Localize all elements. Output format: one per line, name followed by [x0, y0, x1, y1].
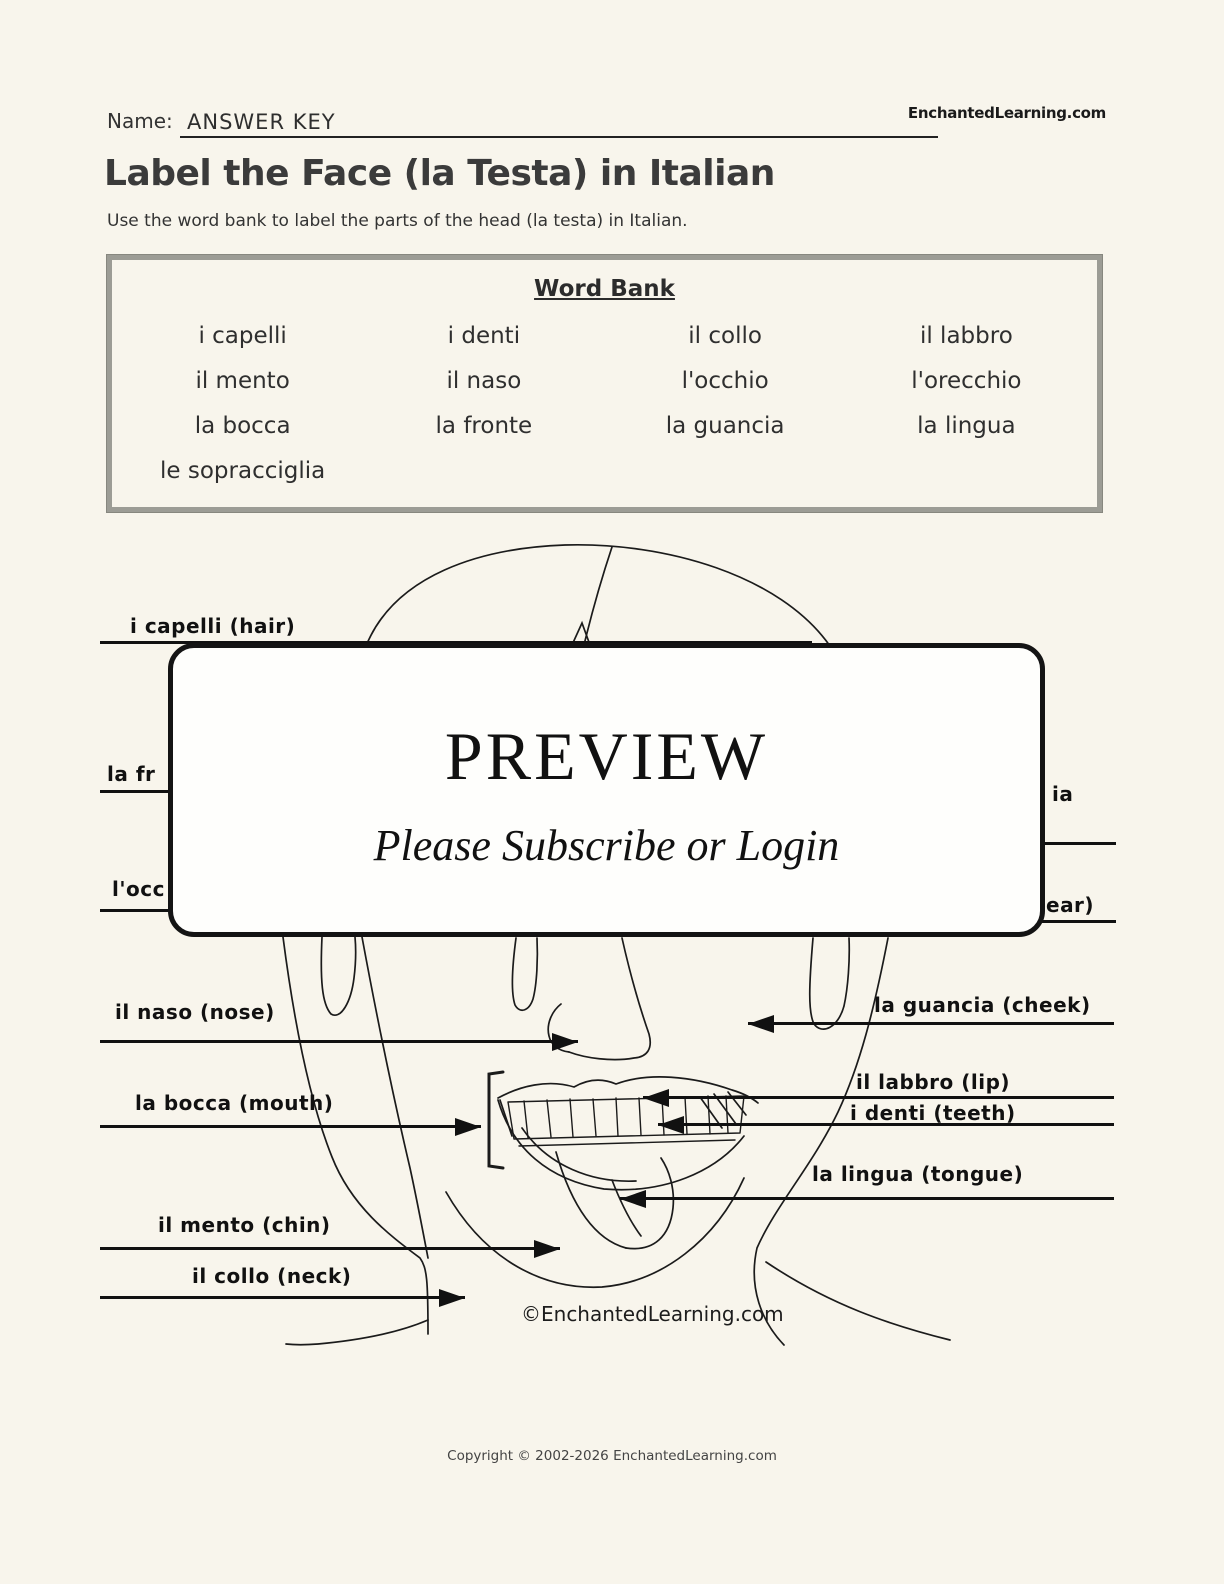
name-label: Name:: [107, 109, 173, 133]
chin-outline: [445, 1177, 745, 1289]
label-bocca-arrowhead-icon: [455, 1117, 481, 1136]
label-bocca: la bocca (mouth): [135, 1091, 334, 1115]
word-bank-item: la guancia: [665, 413, 785, 439]
face-left-outline: [282, 936, 429, 1346]
mouth-bracket: [487, 1070, 505, 1170]
word-bank-box: Word Bank i capelli i denti il collo il lab…: [107, 255, 1102, 512]
word-bank-item: la bocca: [194, 413, 291, 439]
label-labbro-line: [643, 1096, 1114, 1099]
label-guancia-arrowhead-icon: [748, 1014, 774, 1033]
face-right-outline: [753, 937, 951, 1346]
label-denti: i denti (teeth): [850, 1101, 1016, 1125]
label-fronte-fragment: la fr: [107, 762, 156, 786]
label-bocca-line: [100, 1125, 481, 1128]
label-guancia: la guancia (cheek): [874, 993, 1091, 1017]
label-naso: il naso (nose): [115, 1000, 275, 1024]
name-value: ANSWER KEY: [187, 110, 336, 134]
head-hair-outline: [365, 543, 831, 647]
word-bank-item: la fronte: [435, 413, 533, 439]
tongue-outline: [555, 1151, 675, 1250]
label-guancia-line: [748, 1022, 1114, 1025]
label-mento: il mento (chin): [158, 1213, 331, 1237]
label-sopracciglia-fragment: ia: [1052, 782, 1074, 806]
label-collo-arrowhead-icon: [439, 1288, 465, 1307]
word-bank-item: i denti: [447, 323, 521, 349]
label-occhio-fragment: l'occ: [112, 877, 165, 901]
instructions-text: Use the word bank to label the parts of …: [107, 211, 688, 231]
label-orecchio-fragment: ear): [1046, 893, 1095, 917]
label-denti-line: [658, 1123, 1114, 1126]
label-naso-arrowhead-icon: [552, 1032, 578, 1051]
word-bank-item: l'occhio: [681, 368, 769, 394]
label-naso-line: [100, 1040, 578, 1043]
diagram-watermark: ©EnchantedLearning.com: [521, 1302, 784, 1326]
label-capelli: i capelli (hair): [130, 614, 296, 638]
word-bank-grid: i capelli i denti il collo il labbro il ment…: [112, 314, 1097, 494]
label-collo: il collo (neck): [192, 1264, 352, 1288]
label-fronte-fragment-line: [100, 790, 176, 793]
word-bank-item: l'orecchio: [911, 368, 1022, 394]
label-lingua-line: [620, 1197, 1114, 1200]
preview-subheading: Please Subscribe or Login: [373, 821, 840, 870]
word-bank-item: il collo: [688, 323, 762, 349]
word-bank-item: la lingua: [917, 413, 1016, 439]
site-logo: EnchantedLearning.com: [907, 104, 1106, 122]
footer-copyright: Copyright © 2002-2026 EnchantedLearning.…: [447, 1448, 777, 1464]
label-occhio-fragment-line: [100, 909, 176, 912]
word-bank-item: il mento: [195, 368, 290, 394]
preview-heading: PREVIEW: [444, 718, 769, 794]
word-bank-item: le sopracciglia: [160, 458, 326, 484]
label-mento-arrowhead-icon: [534, 1239, 560, 1258]
label-orecchio-fragment-line: [1040, 920, 1116, 923]
word-bank-item: il labbro: [919, 323, 1013, 349]
teeth-grid: [507, 1095, 745, 1147]
name-underline: [180, 136, 938, 138]
preview-overlay: PREVIEW Please Subscribe or Login: [168, 643, 1045, 937]
page-title: Label the Face (la Testa) in Italian: [104, 153, 775, 194]
label-mento-line: [100, 1247, 560, 1250]
label-lingua-arrowhead-icon: [620, 1189, 646, 1208]
label-lingua: la lingua (tongue): [812, 1162, 1024, 1186]
label-labbro: il labbro (lip): [856, 1070, 1011, 1094]
label-collo-line: [100, 1296, 465, 1299]
label-labbro-arrowhead-icon: [643, 1088, 669, 1107]
label-capelli-line: [100, 641, 812, 644]
word-bank-item: il naso: [446, 368, 522, 394]
word-bank-title: Word Bank: [534, 276, 675, 302]
label-denti-arrowhead-icon: [658, 1115, 684, 1134]
label-sopracciglia-fragment-line: [1040, 842, 1116, 845]
word-bank-item: i capelli: [198, 323, 287, 349]
